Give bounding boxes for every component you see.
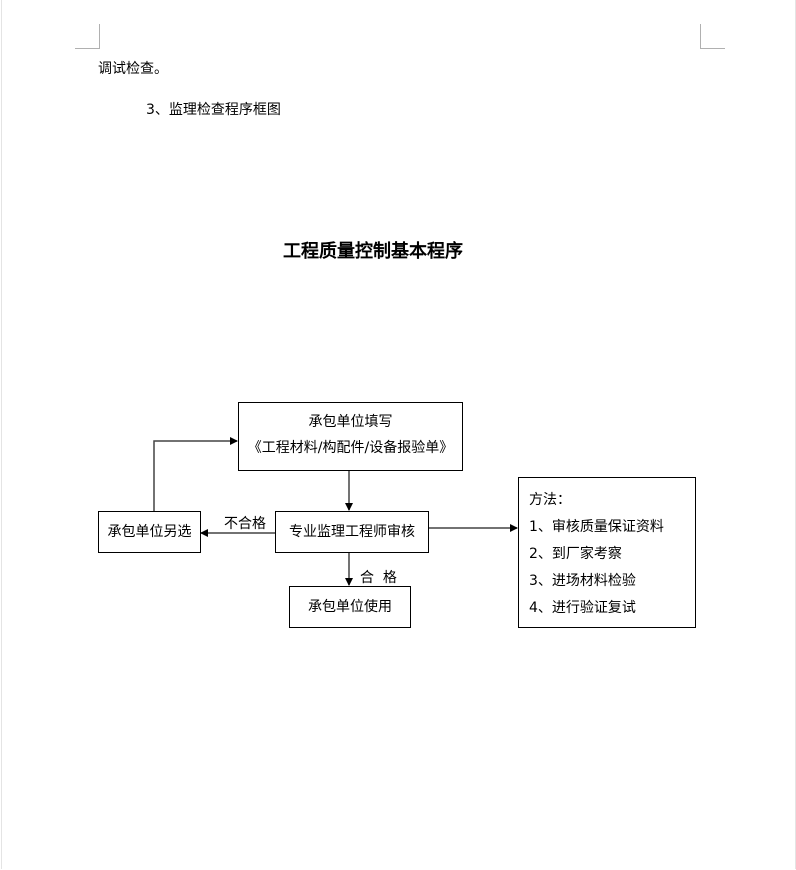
box-submit-line2: 《工程材料/构配件/设备报验单》	[247, 440, 454, 456]
box-reselect-label: 承包单位另选	[107, 524, 192, 540]
box-use-label: 承包单位使用	[308, 599, 392, 615]
box-use: 承包单位使用	[289, 586, 411, 628]
method-item: 2、到厂家考察	[529, 546, 622, 562]
box-review: 专业监理工程师审核	[275, 511, 429, 553]
margin-corner-top-right	[700, 24, 725, 49]
label-fail: 不合格	[224, 516, 266, 532]
box-methods: 方法： 1、审核质量保证资料 2、到厂家考察 3、进场材料检验 4、进行验证复试	[518, 477, 696, 628]
flowchart-title: 工程质量控制基本程序	[283, 241, 463, 262]
box-reselect: 承包单位另选	[98, 511, 201, 553]
method-item: 3、进场材料检验	[529, 573, 636, 589]
methods-title: 方法：	[529, 492, 571, 508]
body-text-line: 调试检查。	[98, 61, 168, 77]
method-item: 1、审核质量保证资料	[529, 519, 664, 535]
margin-corner-top-left	[75, 24, 100, 49]
box-review-label: 专业监理工程师审核	[289, 524, 415, 540]
method-item: 4、进行验证复试	[529, 600, 636, 616]
label-pass: 合 格	[360, 570, 397, 586]
box-submit-form: 承包单位填写 《工程材料/构配件/设备报验单》	[238, 402, 463, 471]
section-heading: 3、监理检查程序框图	[146, 102, 281, 118]
arrow-reselect-to-submit	[153, 437, 238, 511]
box-submit-line1: 承包单位填写	[308, 414, 393, 430]
